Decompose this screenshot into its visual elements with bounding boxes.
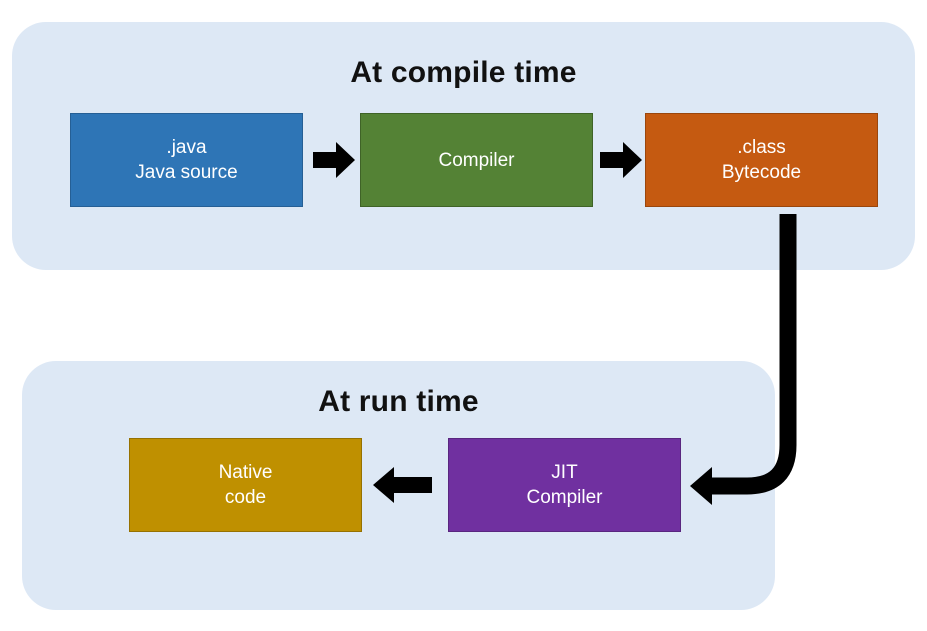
- native-code-node: Native code: [129, 438, 362, 532]
- compiler-node: Compiler: [360, 113, 593, 207]
- run-time-title: At run time: [318, 385, 479, 418]
- native-code-node-line1: Native: [218, 462, 273, 483]
- java-source-node: .java Java source: [70, 113, 303, 207]
- jit-compiler-node-line2: Compiler: [526, 487, 603, 508]
- java-source-node-line2: Java source: [135, 162, 238, 183]
- java-source-node-line1: .java: [166, 137, 207, 158]
- class-bytecode-node: .class Bytecode: [645, 113, 878, 207]
- jit-compiler-node: JIT Compiler: [448, 438, 681, 532]
- compiler-node-label: Compiler: [438, 149, 515, 171]
- native-code-node-line2: code: [224, 487, 267, 508]
- class-bytecode-node-line2: Bytecode: [721, 162, 802, 183]
- class-bytecode-node-line1: .class: [737, 137, 786, 158]
- jit-compiler-node-line1: JIT: [551, 462, 578, 483]
- compile-time-title: At compile time: [350, 56, 577, 89]
